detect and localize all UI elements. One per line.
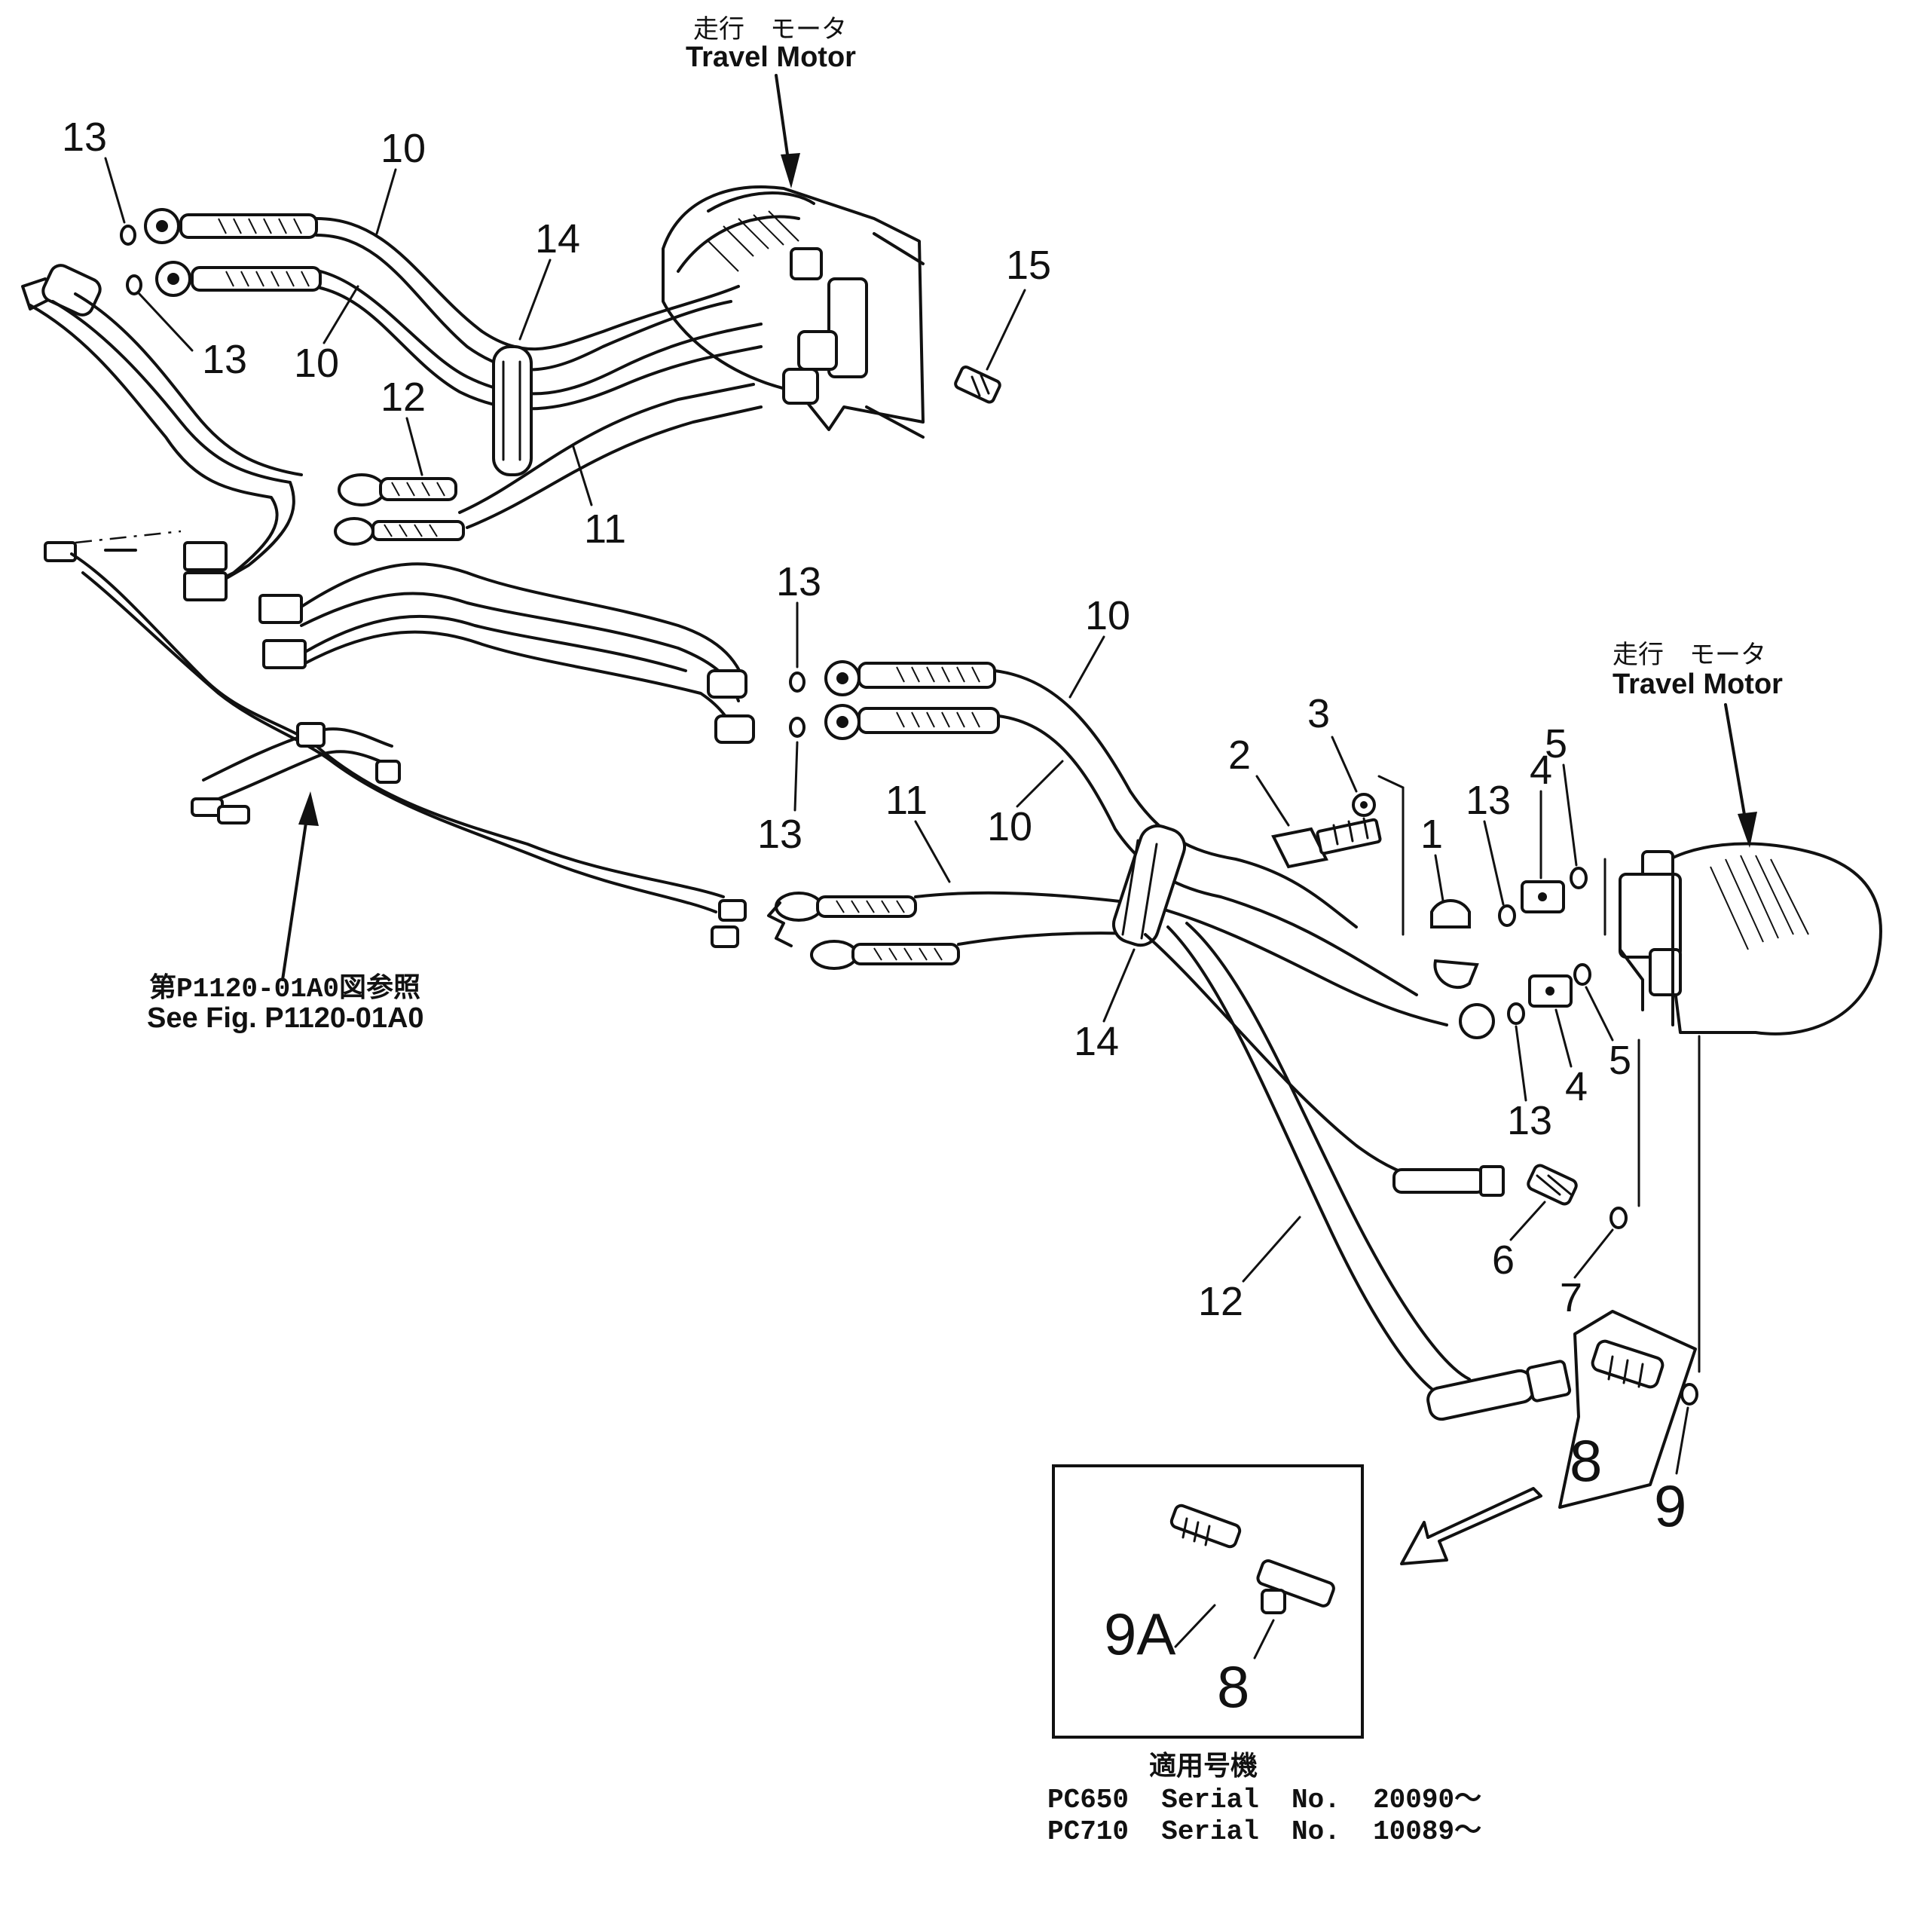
callout-4-a: 4: [1530, 748, 1552, 793]
motor-label-en-lower: Travel Motor: [1613, 668, 1783, 700]
callout-7: 7: [1560, 1275, 1582, 1320]
applicable-line-2: PC710 Serial No. 10089～: [1047, 1816, 1481, 1847]
see-fig-en: See Fig. P1120-01A0: [147, 1002, 424, 1034]
callout-11-a: 11: [584, 506, 626, 552]
mid-hoses: [767, 660, 1572, 1421]
lower-travel-motor: 走行 モータ Travel Motor: [1613, 640, 1882, 1036]
upper-travel-motor: 走行 モータ Travel Motor: [662, 14, 925, 439]
inset-box: [1052, 1464, 1542, 1739]
callout-10-d: 10: [987, 804, 1032, 849]
callout-8: 8: [1570, 1427, 1602, 1494]
callouts: 13 13 10 10 14 15 12 11 13 13 10 10 11 1…: [62, 115, 1689, 1720]
callout-14-b: 14: [1074, 1019, 1119, 1064]
callout-8-inset: 8: [1217, 1653, 1249, 1720]
callout-12-b: 12: [1198, 1279, 1243, 1324]
upper-hoses: [144, 208, 763, 546]
see-fig-jp: 第P1120-01A0図参照: [149, 972, 420, 1005]
callout-6: 6: [1492, 1237, 1515, 1283]
callout-9: 9: [1654, 1473, 1686, 1539]
callout-12-a: 12: [381, 375, 426, 420]
callout-13-d: 13: [757, 812, 802, 857]
callout-13-f: 13: [1507, 1098, 1552, 1143]
applicability-note: 適用号機 PC650 Serial No. 20090～ PC710 Seria…: [1047, 1751, 1481, 1847]
callout-13-a: 13: [62, 115, 107, 160]
callout-5-a: 5: [1545, 721, 1567, 766]
motor-label-en-upper: Travel Motor: [686, 41, 856, 73]
motor-label-jp-lower: 走行 モータ: [1613, 640, 1766, 670]
callout-10-a: 10: [381, 126, 426, 171]
upper-o-rings: [120, 225, 142, 295]
applicable-line-1: PC650 Serial No. 20090～: [1047, 1785, 1481, 1816]
callout-10-c: 10: [1085, 593, 1130, 638]
callout-9a: 9A: [1104, 1601, 1175, 1667]
callout-15: 15: [1006, 243, 1051, 288]
applicable-jp: 適用号機: [1149, 1751, 1258, 1783]
callout-13-e: 13: [1466, 778, 1511, 823]
callout-13-b: 13: [202, 337, 247, 382]
motor-label-jp-upper: 走行 モータ: [693, 14, 847, 44]
small-parts-right: [1271, 775, 1701, 1509]
callout-2: 2: [1228, 733, 1251, 778]
callout-11-b: 11: [885, 778, 928, 823]
callout-4-b: 4: [1565, 1064, 1588, 1109]
part-15-plug: [954, 289, 1026, 404]
callout-5-b: 5: [1609, 1038, 1631, 1083]
callout-13-c: 13: [776, 559, 821, 604]
callout-3: 3: [1307, 691, 1330, 736]
pilot-lines: 第P1120-01A0図参照 See Fig. P1120-01A0: [44, 530, 747, 1034]
callout-10-b: 10: [294, 341, 339, 386]
left-main-piping: [21, 264, 755, 744]
callout-1: 1: [1420, 812, 1443, 857]
callout-14-a: 14: [535, 216, 580, 262]
